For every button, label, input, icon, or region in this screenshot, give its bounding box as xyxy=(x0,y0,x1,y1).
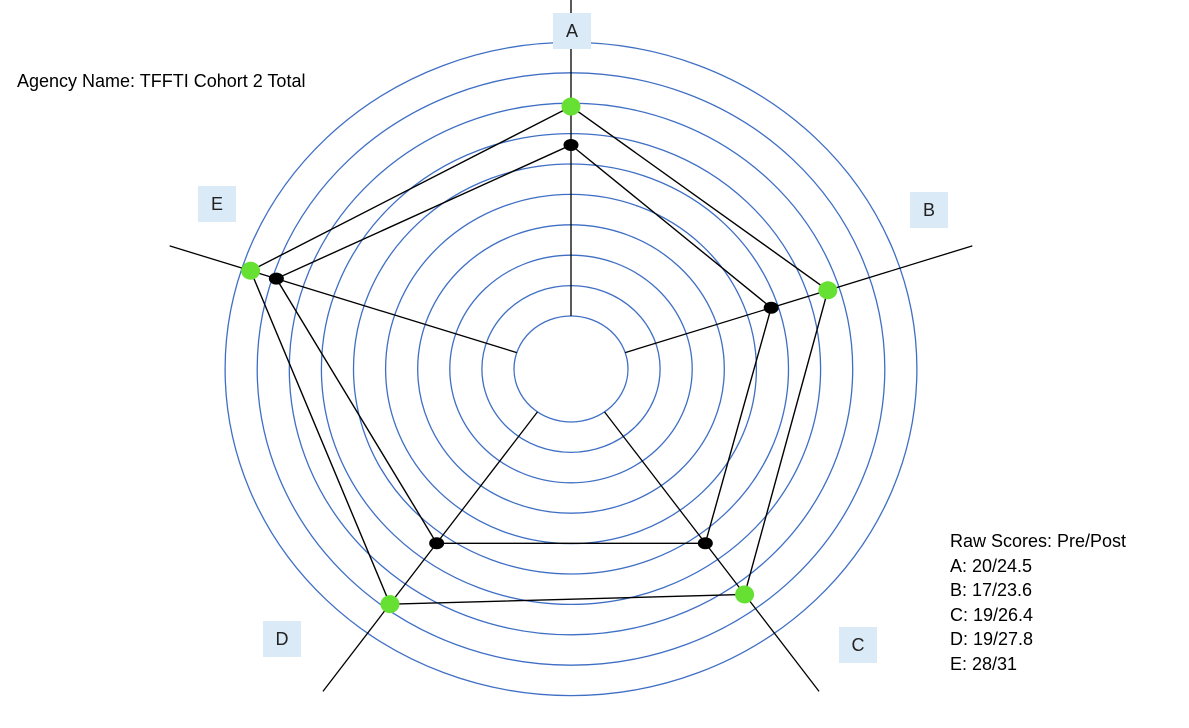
axis-label-e: E xyxy=(211,194,223,214)
data-point-post-e xyxy=(241,261,261,280)
axis-label-box-b xyxy=(910,192,948,228)
raw-scores-legend: Raw Scores: Pre/Post A: 20/24.5 B: 17/23… xyxy=(950,529,1126,676)
raw-score-e: E: 28/31 xyxy=(950,653,1018,674)
agency-title: Agency Name: TFFTI Cohort 2 Total xyxy=(17,71,306,91)
axis-spoke-c xyxy=(603,411,820,692)
data-point-pre-b xyxy=(763,301,779,314)
data-point-post-a xyxy=(561,97,581,116)
raw-score-a: A: 20/24.5 xyxy=(950,555,1033,576)
data-point-pre-c xyxy=(697,537,713,550)
data-point-pre-a xyxy=(563,139,579,151)
axis-label-box-a xyxy=(553,13,591,49)
raw-score-b: B: 17/23.6 xyxy=(950,580,1033,600)
axis-label-b: B xyxy=(923,200,935,220)
axis-label-a: A xyxy=(566,21,578,41)
axis-label-box-d xyxy=(263,621,301,657)
data-point-post-c xyxy=(735,585,755,604)
raw-score-d: D: 19/27.8 xyxy=(950,629,1034,649)
series-line-pre xyxy=(275,144,772,545)
data-point-pre-e xyxy=(268,272,284,285)
series-line-post xyxy=(249,105,829,605)
axis-label-box-c xyxy=(839,627,877,663)
radar-ring-1 xyxy=(513,315,629,423)
data-point-post-d xyxy=(380,595,400,614)
axis-label-d: D xyxy=(276,629,289,649)
data-point-pre-d xyxy=(429,537,445,550)
axis-spoke-b xyxy=(625,245,973,354)
data-point-post-b xyxy=(818,281,838,300)
axis-spoke-d xyxy=(322,411,539,692)
axis-label-c: C xyxy=(852,635,865,655)
raw-score-c: C: 19/26.4 xyxy=(950,604,1034,625)
axis-spoke-e xyxy=(169,245,517,354)
axis-label-box-e xyxy=(198,186,236,222)
raw-scores-title: Raw Scores: Pre/Post xyxy=(950,531,1127,551)
